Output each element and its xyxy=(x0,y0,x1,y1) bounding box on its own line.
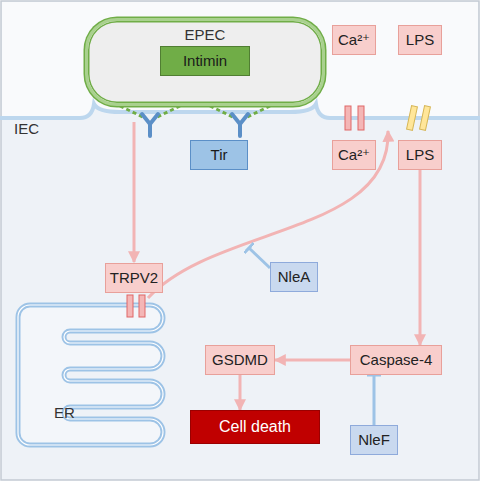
activation-arrow xyxy=(419,170,422,345)
node-label: LPS xyxy=(406,146,434,163)
inhibition-edge xyxy=(373,375,376,425)
calcium-channel xyxy=(358,106,364,130)
intimin-link xyxy=(120,106,143,117)
node-label: LPS xyxy=(406,31,434,48)
node-label: Caspase-4 xyxy=(360,351,433,368)
tir-receptor xyxy=(142,114,158,136)
cell-label: IEC xyxy=(14,120,39,137)
protein-box: GSDMD xyxy=(205,345,275,375)
calcium-channel xyxy=(345,106,351,130)
er-outline-inner xyxy=(18,305,163,445)
lumen-area xyxy=(2,2,478,118)
outcome-box: Cell death xyxy=(190,410,320,444)
trpv2-channel xyxy=(127,295,133,317)
intimin-link xyxy=(247,106,270,117)
signal-arrow xyxy=(133,122,136,262)
cell-membrane xyxy=(0,104,480,118)
protein-box: Intimin xyxy=(160,46,250,76)
tir-receptor xyxy=(232,114,248,136)
er-outline xyxy=(18,305,163,445)
signal-arrow xyxy=(148,131,388,298)
node-label: GSDMD xyxy=(212,351,268,368)
protein-box: TRPV2 xyxy=(105,263,163,293)
molecule-box: LPS xyxy=(398,25,442,55)
molecule-box: LPS xyxy=(398,140,442,170)
intimin-link xyxy=(157,106,180,117)
activation-arrow xyxy=(239,375,242,410)
node-label: Intimin xyxy=(183,52,227,69)
node-label: TRPV2 xyxy=(110,269,158,286)
node-label: NleA xyxy=(278,268,311,285)
node-label: Ca²⁺ xyxy=(338,31,370,48)
molecule-box: Ca²⁺ xyxy=(332,140,376,170)
node-label: NleF xyxy=(358,431,390,448)
protein-box: Caspase-4 xyxy=(350,345,442,375)
lps-channel xyxy=(407,106,418,131)
node-label: Tir xyxy=(211,146,228,163)
node-label: EPEC xyxy=(185,26,226,43)
lps-channel xyxy=(420,106,431,131)
trpv2-channel xyxy=(139,295,145,317)
organelle-label: ER xyxy=(54,404,75,421)
node-label: Ca²⁺ xyxy=(338,146,370,163)
bacterium: EPEC Intimin xyxy=(85,18,325,106)
activation-arrow xyxy=(275,359,350,362)
protein-box: Tir xyxy=(190,140,248,170)
effector-box: NleA xyxy=(270,262,318,292)
molecule-box: Ca²⁺ xyxy=(332,25,376,55)
inhibition-line xyxy=(249,248,270,268)
effector-box: NleF xyxy=(350,425,398,455)
intimin-link xyxy=(210,106,233,117)
node-label: Cell death xyxy=(219,418,291,436)
